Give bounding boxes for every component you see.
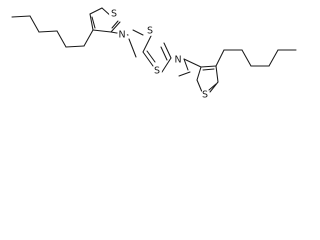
bond [215,65,219,83]
bond [160,46,168,61]
bond [110,21,121,33]
bond [208,83,217,91]
bond [142,51,154,67]
bond [196,79,203,93]
bond [56,30,67,48]
bond-lines [11,7,297,93]
bond [196,66,202,81]
atom-label-sulfur: S [202,90,208,101]
atom-labels: S N N S S S [109,9,210,101]
bond [92,29,112,33]
bond [215,49,225,67]
atom-label-sulfur: S [147,26,153,37]
bond [38,30,58,33]
atom-label-nitrogen: N [174,55,181,66]
bond [200,65,217,68]
bond [65,45,85,48]
bond [183,58,189,71]
bond [142,35,152,53]
bond [241,49,252,67]
bond [161,57,172,73]
bond [128,38,137,58]
atom-label-sulfur: S [111,9,117,20]
bond [163,42,172,59]
bond [83,29,94,47]
bond [29,15,40,33]
bond [209,81,219,93]
bond [91,16,96,29]
bond [146,50,156,63]
bond [89,13,94,31]
bond [178,71,191,77]
bond [132,29,144,36]
atom-label-sulfur: S [154,66,160,77]
bond [183,58,202,68]
atom-label-nitrogen: N [118,30,125,41]
bond [268,49,279,67]
bond [202,68,215,71]
bond [111,20,119,29]
chemical-structure-diagram: S N N S S S [11,7,297,101]
bond [89,7,103,15]
bond [11,15,31,18]
